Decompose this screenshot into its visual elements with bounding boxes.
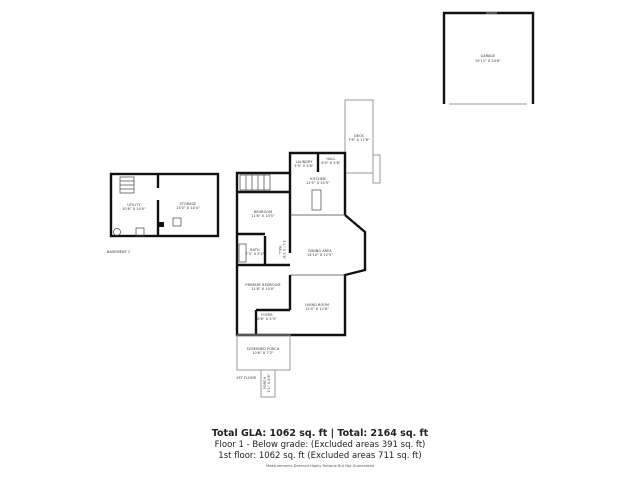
basement-label: BASEMENT 1 <box>107 250 130 254</box>
kitchen-dims: 12'5" X 10'5" <box>306 181 330 185</box>
bath-name: BATH <box>250 248 260 252</box>
deck-dims: 7'6" X 17'6" <box>348 138 370 142</box>
first-floor-area: 1st floor: 1062 sq. ft (Excluded areas 7… <box>218 451 422 461</box>
basement: UTILITY 10'8" X 14'0" STORAGE 13'0" X 14… <box>107 172 220 254</box>
foyer-dims: 8'8" X 5'3" <box>257 317 277 321</box>
laundry-dims: 5'9" X 5'6" <box>294 164 314 168</box>
screened-porch-name: SCREENED PORCH <box>247 347 280 351</box>
living-room-name: LIVING ROOM <box>305 303 329 307</box>
foyer-name: FOYER <box>261 313 273 317</box>
garage-name: GARAGE <box>481 54 496 58</box>
dining-name: DINING AREA <box>308 249 332 253</box>
porch-dims: 3'1" X 8'6" <box>267 373 271 393</box>
hall-name: HALL <box>326 157 335 161</box>
total-area: Total GLA: 1062 sq. ft | Total: 2164 sq.… <box>211 428 429 439</box>
storage-name: STORAGE <box>180 202 197 206</box>
storage-dims: 13'0" X 14'4" <box>176 206 200 210</box>
primary-bedroom-name: PRIMARY BEDROOM <box>245 283 280 287</box>
hall2-dims: 5'1" X 3'6" <box>282 240 286 260</box>
bedroom-dims: 11'8" X 10'5" <box>251 214 275 218</box>
hall-dims: 6'4" X 5'8" <box>321 161 341 165</box>
primary-bedroom-dims: 11'8" X 10'0" <box>251 287 275 291</box>
screened-porch-dims: 10'6" X 7'2" <box>252 351 274 355</box>
floor1-area: Floor 1 - Below grade: (Excluded areas 3… <box>214 440 426 450</box>
kitchen-name: KITCHEN <box>310 177 326 181</box>
laundry-name: LAUNDRY <box>296 160 314 164</box>
first-floor-label: 1ST FLOOR <box>236 376 257 380</box>
utility-dims: 10'8" X 14'0" <box>122 207 146 211</box>
garage: GARAGE 19'11" X 20'8" <box>442 11 535 105</box>
porch-name: PORCH <box>263 376 267 389</box>
garage-dims: 19'11" X 20'8" <box>475 59 501 63</box>
living-room-dims: 12'4" X 12'8" <box>305 307 329 311</box>
hall2-name: HALL <box>278 245 282 254</box>
first-floor: LAUNDRY 5'9" X 5'6" HALL 6'4" X 5'8" KIT… <box>235 151 367 398</box>
dining-dims: 14'10" X 12'5" <box>307 253 333 257</box>
disclaimer: Measurements Deemed Highly Reliable But … <box>266 464 374 468</box>
deck-name: DECK <box>354 134 364 138</box>
utility-name: UTILITY <box>127 203 141 207</box>
bedroom-name: BEDROOM <box>254 210 272 214</box>
deck: DECK 7'6" X 17'6" <box>344 99 381 184</box>
bath-dims: 7'3" X 5'2" <box>245 252 265 256</box>
